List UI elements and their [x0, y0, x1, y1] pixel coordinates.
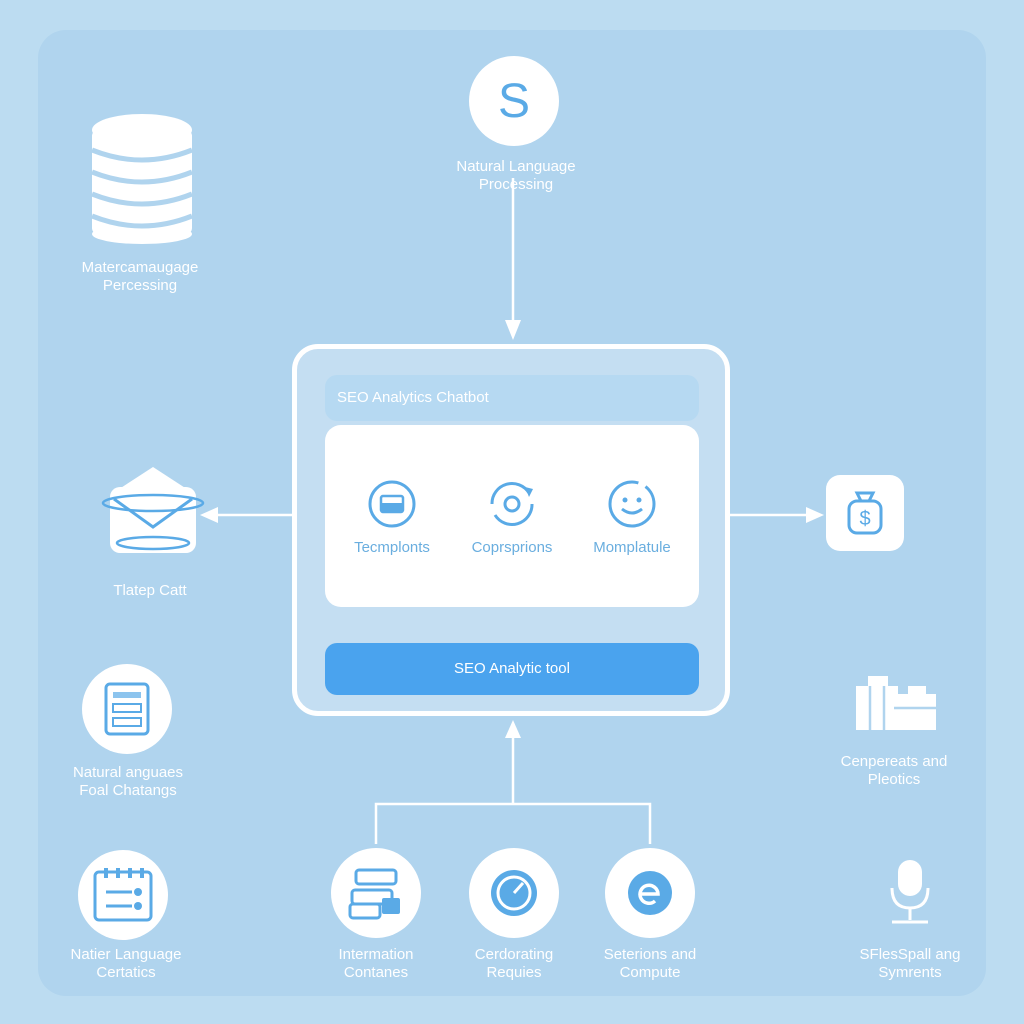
money-node: $ — [826, 475, 904, 551]
seterions-label: Seterions and Compute — [603, 946, 697, 981]
sync-icon — [490, 482, 534, 526]
arrow-up-icon — [505, 720, 521, 738]
components-label: Cenpereats and Pleotics — [840, 753, 948, 788]
checklist-icon — [93, 868, 153, 922]
database-icon — [90, 112, 194, 249]
s-letter-icon: S — [497, 74, 530, 128]
feature-templates-alt[interactable]: Momplatule — [570, 479, 694, 556]
svg-text:$: $ — [859, 508, 870, 530]
envelope-box-icon — [100, 465, 206, 566]
arrow-down-icon — [505, 320, 521, 340]
checklist-label: Natier Language Certatics — [70, 946, 182, 981]
components-icon — [852, 672, 940, 739]
folder-icon — [368, 480, 416, 528]
information-label: Intermation Contanes — [338, 946, 414, 981]
speech-label: SFlesSpall ang Symrents — [859, 946, 961, 981]
arrow-right-icon — [806, 507, 824, 523]
template-label: Tlatep Catt — [113, 582, 187, 599]
microphone-icon — [886, 858, 934, 931]
coordinating-label: Cerdorating Requies — [474, 946, 554, 981]
database-label: Matercamaugage Percessing — [81, 259, 199, 294]
doc-label: Natural anguaes Foal Chatangs — [72, 764, 184, 799]
coordinating-node — [469, 848, 559, 938]
nlp-label: Natural Language Processing — [456, 158, 576, 193]
server-icon — [348, 868, 400, 920]
gauge-icon — [491, 870, 537, 916]
connector-bottom-branch — [374, 802, 652, 844]
seo-chatbot-panel: SEO Analytics Chatbot Tecmplonts Coprspr… — [292, 344, 730, 716]
arrow-left-icon — [200, 507, 218, 523]
feature-templates[interactable]: Tecmplonts — [330, 479, 454, 556]
feature-label: Momplatule — [593, 539, 671, 556]
chatbot-title: SEO Analytics Chatbot — [325, 375, 699, 421]
nlp-node: S — [469, 56, 559, 146]
document-icon — [104, 682, 150, 736]
seterions-node — [605, 848, 695, 938]
feature-label: Coprsprions — [471, 539, 553, 556]
doc-node — [82, 664, 172, 754]
feature-label: Tecmplonts — [354, 539, 430, 556]
seo-analytic-tool-button[interactable]: SEO Analytic tool — [325, 643, 699, 695]
information-node — [331, 848, 421, 938]
checklist-node — [78, 850, 168, 940]
money-bag-icon: $ — [847, 491, 883, 535]
feature-comparisons[interactable]: Coprsprions — [450, 479, 574, 556]
smiley-icon — [608, 480, 656, 528]
feature-box: Tecmplonts Coprsprions Momplatule — [325, 425, 699, 607]
refresh-e-icon — [628, 871, 672, 915]
